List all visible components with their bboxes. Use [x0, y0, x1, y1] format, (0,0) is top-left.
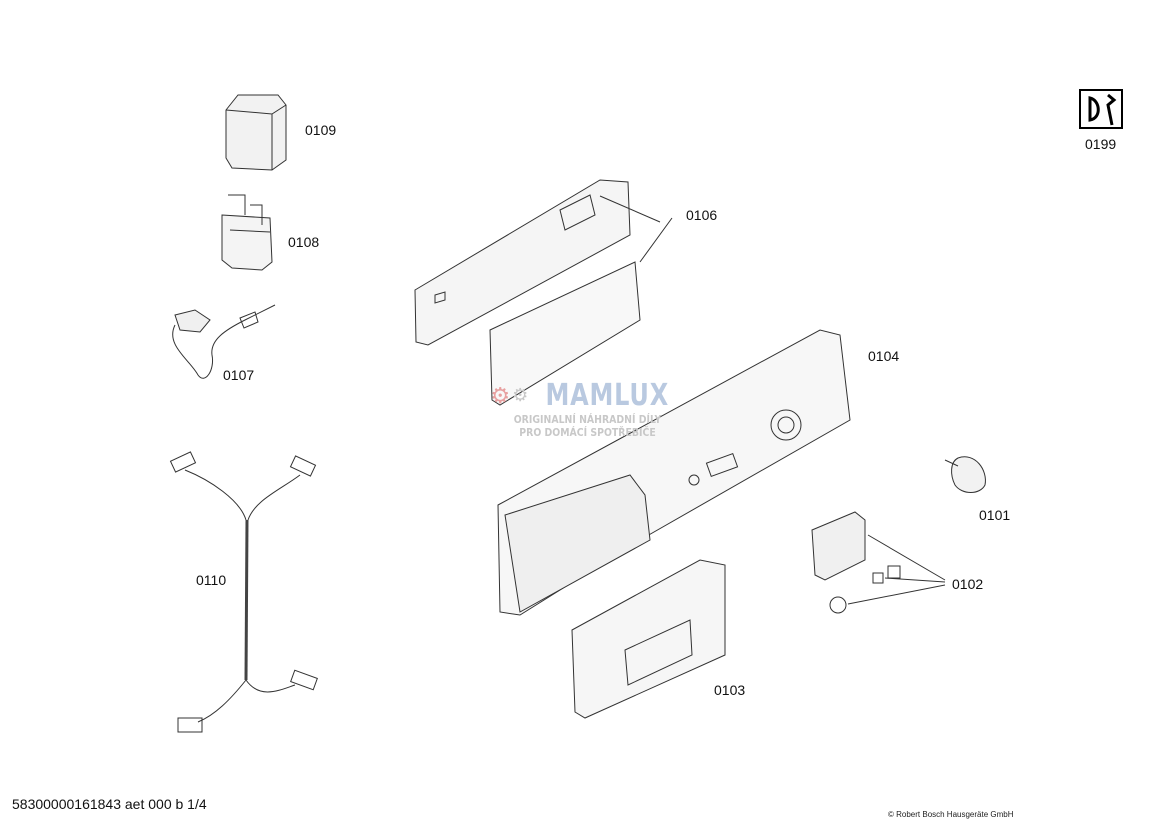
part-label-0102[interactable]: 0102 — [952, 576, 984, 592]
part-label-0103[interactable]: 0103 — [714, 682, 746, 698]
part-0106-control-module[interactable] — [414, 179, 673, 406]
part-0104-fascia-panel[interactable] — [497, 329, 851, 616]
part-0107-power-cord[interactable] — [172, 304, 276, 379]
part-label-0109[interactable]: 0109 — [305, 122, 337, 138]
part-label-0107[interactable]: 0107 — [223, 367, 255, 383]
watermark-line1: ORIGINALNÍ NÁHRADNÍ DÍLY — [513, 413, 662, 426]
gear-icon: ⚙ — [512, 385, 529, 405]
part-0103-detergent-drawer-panel[interactable] — [571, 559, 726, 719]
part-label-0106[interactable]: 0106 — [686, 207, 718, 223]
watermark: ⚙ ⚙ MAMLUX ORIGINALNÍ NÁHRADNÍ DÍLY PRO … — [490, 378, 675, 439]
part-0108-filter[interactable] — [221, 194, 273, 271]
gear-icon: ⚙ — [490, 382, 511, 408]
part-0109-cap[interactable] — [225, 94, 287, 171]
watermark-line2: PRO DOMÁCÍ SPOTŘEBIČE — [519, 426, 656, 439]
copyright: © Robert Bosch Hausgeräte GmbH — [888, 810, 1014, 819]
part-label-0101[interactable]: 0101 — [979, 507, 1011, 523]
document-id: 58300000161843 aet 000 b 1/4 — [12, 796, 207, 812]
part-0102-button-set[interactable] — [811, 511, 946, 614]
part-label-0108[interactable]: 0108 — [288, 234, 320, 250]
part-0101-knob[interactable] — [944, 456, 986, 493]
part-0110-wiring-harness[interactable] — [169, 451, 318, 733]
part-label-0110[interactable]: 0110 — [196, 572, 227, 588]
part-label-0104[interactable]: 0104 — [868, 348, 900, 364]
part-label-0199[interactable]: 0199 — [1085, 136, 1117, 152]
watermark-title: MAMLUX — [545, 378, 670, 413]
service-manual-icon — [1079, 89, 1123, 129]
